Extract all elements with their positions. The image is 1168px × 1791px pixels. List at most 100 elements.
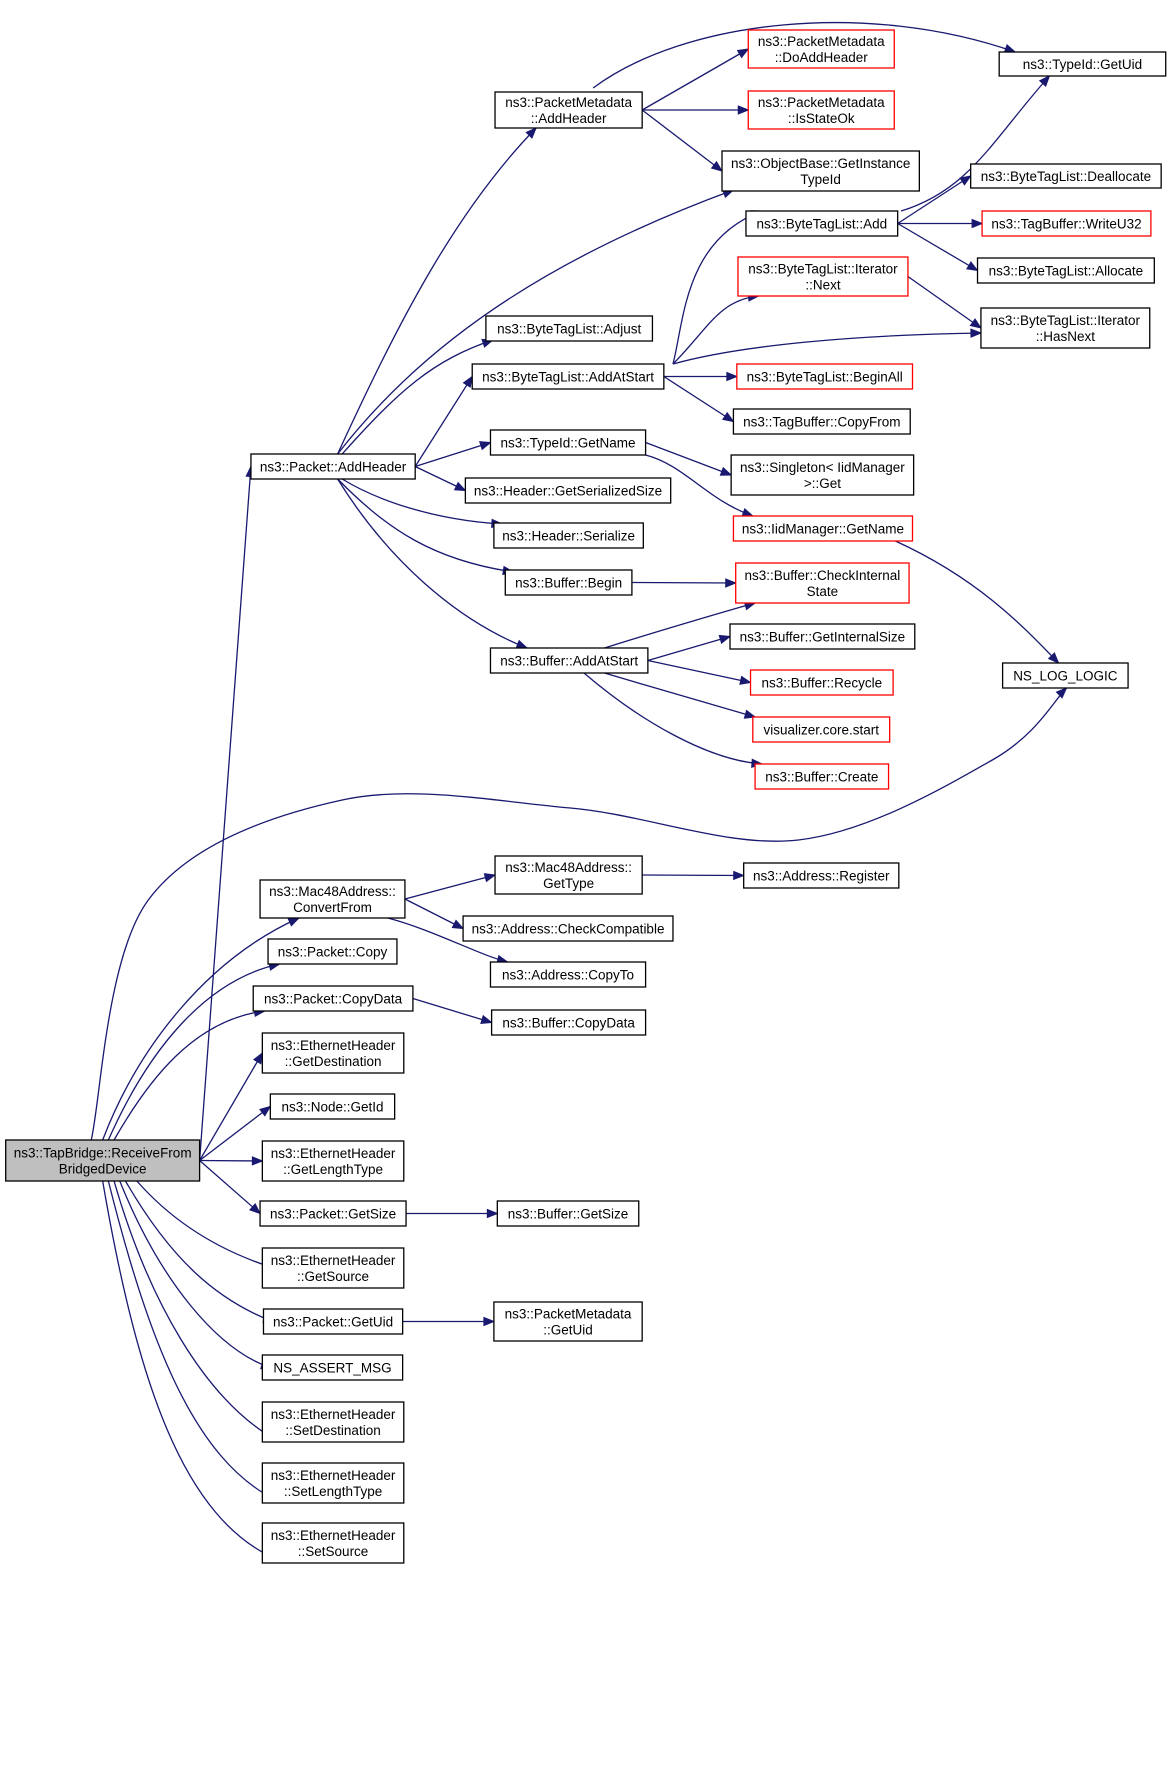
- node-pm-getuid[interactable]: ns3::PacketMetadata::GetUid: [493, 1301, 643, 1342]
- edge-line: [337, 478, 514, 573]
- node-label: ns3::Buffer::Recycle: [762, 676, 883, 691]
- arrow-head: [453, 481, 467, 492]
- edge-packet-addheader-to-header-getserializedsize: [414, 465, 467, 492]
- edge-line: [119, 1180, 272, 1369]
- node-mac48-gettype[interactable]: ns3::Mac48Address::GetType: [494, 855, 643, 895]
- edge-line: [592, 22, 1016, 89]
- edge-line: [107, 1180, 277, 1501]
- node-buffer-copydata[interactable]: ns3::Buffer::CopyData: [490, 1009, 647, 1036]
- node-typeid-getname[interactable]: ns3::TypeId::GetName: [489, 429, 647, 456]
- node-btl-adjust[interactable]: ns3::ByteTagList::Adjust: [485, 315, 654, 342]
- node-box: [261, 1032, 405, 1074]
- edge-line: [102, 917, 300, 1141]
- node-pm-doaddheader[interactable]: ns3::PacketMetadata::DoAddHeader: [747, 29, 895, 69]
- node-tagbuffer-writeu32[interactable]: ns3::TagBuffer::WriteU32: [981, 210, 1152, 237]
- edge-line: [404, 874, 496, 900]
- node-buffer-getsize[interactable]: ns3::Buffer::GetSize: [496, 1200, 640, 1227]
- edge-pm-addheader-to-pm-doaddheader: [641, 48, 750, 111]
- arrow-head: [718, 634, 732, 644]
- node-packet-copydata[interactable]: ns3::Packet::CopyData: [252, 985, 414, 1012]
- node-label: ns3::ByteTagList::Iterator: [991, 313, 1141, 328]
- node-label: ns3::EthernetHeader: [271, 1146, 396, 1161]
- node-mac48-convertfrom[interactable]: ns3::Mac48Address::ConvertFrom: [259, 879, 406, 919]
- node-btl-deallocate[interactable]: ns3::ByteTagList::Deallocate: [970, 163, 1162, 189]
- node-eth-setdestination[interactable]: ns3::EthernetHeader::SetDestination: [261, 1401, 405, 1443]
- node-address-copyto[interactable]: ns3::Address::CopyTo: [489, 961, 647, 988]
- edge-mac48-gettype-to-address-register: [642, 870, 746, 881]
- node-btl-iter-hasnext[interactable]: ns3::ByteTagList::Iterator::HasNext: [980, 307, 1151, 349]
- node-buffer-create[interactable]: ns3::Buffer::Create: [754, 763, 890, 790]
- node-pm-isstateok[interactable]: ns3::PacketMetadata::IsStateOk: [747, 90, 895, 130]
- edge-btl-add-to-typeid-getuid: [900, 74, 1051, 212]
- node-label: ns3::Header::Serialize: [502, 529, 635, 544]
- node-box: [496, 1200, 640, 1227]
- node-ns-assert-msg[interactable]: NS_ASSERT_MSG: [261, 1354, 404, 1381]
- node-box: [730, 454, 915, 496]
- edge-root-to-packet-addheader: [198, 465, 255, 1161]
- node-packet-addheader[interactable]: ns3::Packet::AddHeader: [250, 453, 416, 480]
- arrow-head: [739, 675, 752, 685]
- node-label: ns3::Packet::AddHeader: [260, 460, 407, 475]
- edge-root-to-packet-getsize: [199, 1160, 262, 1215]
- node-buffer-recycle[interactable]: ns3::Buffer::Recycle: [749, 669, 894, 696]
- edge-root-to-eth-getdestination: [199, 1051, 264, 1161]
- node-buffer-addatstart[interactable]: ns3::Buffer::AddAtStart: [489, 647, 649, 674]
- node-address-checkcompatible[interactable]: ns3::Address::CheckCompatible: [462, 915, 674, 942]
- node-address-register[interactable]: ns3::Address::Register: [743, 862, 900, 889]
- node-box: [250, 453, 416, 480]
- edge-line: [198, 466, 252, 1161]
- node-packet-copy[interactable]: ns3::Packet::Copy: [267, 938, 398, 965]
- node-btl-addatstart[interactable]: ns3::ByteTagList::AddAtStart: [471, 363, 665, 390]
- node-node-getid[interactable]: ns3::Node::GetId: [269, 1093, 396, 1120]
- arrow-head: [483, 873, 497, 883]
- arrow-head: [969, 318, 983, 329]
- node-header-getserializedsize[interactable]: ns3::Header::GetSerializedSize: [464, 477, 672, 504]
- node-btl-allocate[interactable]: ns3::ByteTagList::Allocate: [976, 257, 1155, 284]
- node-buffer-getinternalsize[interactable]: ns3::Buffer::GetInternalSize: [729, 623, 916, 650]
- node-packet-getsize[interactable]: ns3::Packet::GetSize: [259, 1200, 407, 1227]
- node-typeid-getuid[interactable]: ns3::TypeId::GetUid: [998, 51, 1167, 77]
- arrow-head: [287, 917, 301, 927]
- node-label: ns3::TagBuffer::WriteU32: [991, 217, 1141, 232]
- node-eth-getlengthtype[interactable]: ns3::EthernetHeader::GetLengthType: [261, 1140, 405, 1182]
- edge-line: [647, 659, 751, 684]
- node-header-serialize[interactable]: ns3::Header::Serialize: [493, 522, 644, 549]
- edge-line: [897, 175, 972, 225]
- node-visualizer-start[interactable]: visualizer.core.start: [752, 716, 891, 743]
- node-label: ns3::Mac48Address::: [269, 884, 396, 899]
- node-box: [494, 855, 643, 895]
- edge-line: [641, 109, 723, 172]
- arrow-head: [259, 1105, 272, 1117]
- node-packet-getuid[interactable]: ns3::Packet::GetUid: [262, 1308, 404, 1335]
- edge-btl-iter-next-to-btl-iter-hasnext: [907, 275, 983, 329]
- node-eth-setlengthtype[interactable]: ns3::EthernetHeader::SetLengthType: [261, 1462, 405, 1504]
- node-eth-getsource[interactable]: ns3::EthernetHeader::GetSource: [261, 1247, 405, 1289]
- node-btl-iter-next[interactable]: ns3::ByteTagList::Iterator::Next: [737, 256, 909, 297]
- node-iidmanager-getname[interactable]: ns3::IidManager::GetName: [732, 515, 914, 542]
- arrow-head: [970, 328, 983, 338]
- node-tagbuffer-copyfrom[interactable]: ns3::TagBuffer::CopyFrom: [732, 408, 911, 435]
- node-buffer-begin[interactable]: ns3::Buffer::Begin: [504, 569, 633, 596]
- arrow-head: [451, 919, 465, 930]
- node-label: ns3::Buffer::Begin: [515, 576, 622, 591]
- node-eth-getdestination[interactable]: ns3::EthernetHeader::GetDestination: [261, 1032, 405, 1074]
- node-pm-addheader[interactable]: ns3::PacketMetadata::AddHeader: [494, 91, 643, 129]
- node-label: ns3::ByteTagList::AddAtStart: [482, 370, 654, 385]
- node-btl-add[interactable]: ns3::ByteTagList::Add: [745, 210, 899, 237]
- node-ns-log-logic[interactable]: NS_LOG_LOGIC: [1001, 662, 1129, 689]
- arrow-head: [719, 466, 733, 476]
- node-btl-beginall[interactable]: ns3::ByteTagList::BeginAll: [736, 363, 914, 390]
- node-eth-setsource[interactable]: ns3::EthernetHeader::SetSource: [261, 1522, 405, 1564]
- edge-line: [604, 602, 756, 649]
- edge-line: [907, 275, 982, 329]
- node-singleton-get[interactable]: ns3::Singleton< IidManager>::Get: [730, 454, 915, 496]
- node-label: ns3::Address::CheckCompatible: [472, 922, 665, 937]
- node-box: [735, 562, 910, 604]
- node-label: GetType: [543, 876, 594, 891]
- node-label: ns3::TypeId::GetUid: [1023, 57, 1142, 72]
- nodes-layer: ns3::TapBridge::ReceiveFromBridgedDevice…: [5, 29, 1167, 1564]
